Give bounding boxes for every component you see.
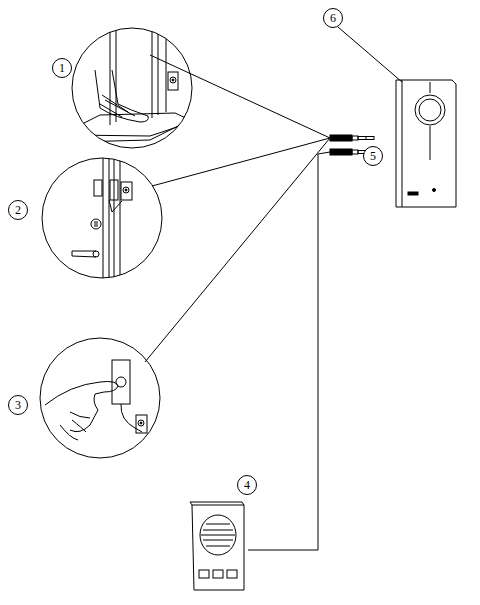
callout-circle: 4 [237,475,257,495]
callout-number: 2 [15,204,21,216]
callout-number: 3 [15,399,21,411]
door-detail [72,150,132,290]
leader-line [338,27,402,82]
callout-circle: 3 [8,395,28,415]
callout-circle: 6 [323,8,343,28]
wire [248,152,330,550]
detail-circle [40,338,160,458]
callout-number: 4 [244,479,250,491]
speaker-unit [190,502,244,590]
callout-circle: 2 [8,200,28,220]
receiver-unit [396,80,456,207]
callout-number: 5 [370,150,376,162]
wire [145,138,330,362]
callout-circle: 5 [363,146,383,166]
callout-number: 6 [330,12,336,24]
wire [152,138,330,186]
wire [150,55,330,138]
callout-number: 1 [59,62,65,74]
doormat-detail [70,20,192,142]
callout-circle: 1 [52,58,72,78]
detail-circle [72,28,192,148]
button-detail [45,360,147,440]
detail-circle [42,158,162,278]
plug [330,135,374,141]
